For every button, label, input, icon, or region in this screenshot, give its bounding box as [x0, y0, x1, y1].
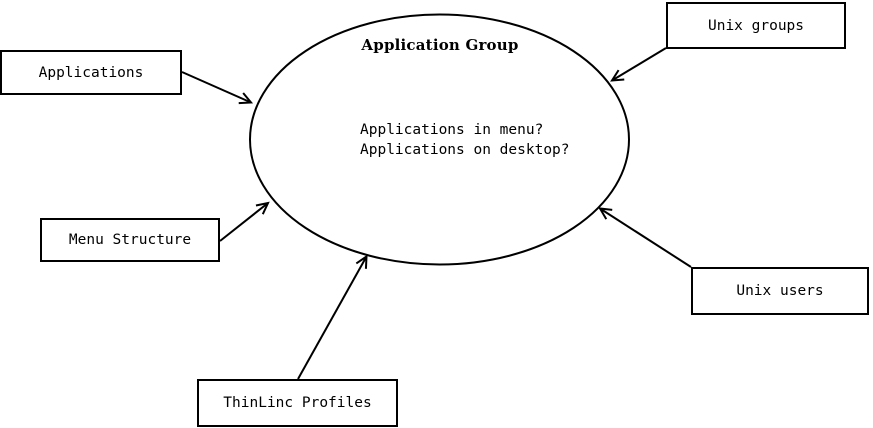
node-unix-groups: Unix groups [666, 2, 846, 49]
node-menu-structure-label: Menu Structure [68, 232, 192, 248]
question-applications-on-desktop: Applications on desktop? [360, 141, 570, 158]
node-thinlinc-profiles-label: ThinLinc Profiles [223, 395, 372, 411]
node-unix-users: Unix users [691, 267, 869, 315]
application-group-questions: Applications in menu? Applications on de… [360, 121, 570, 160]
question-applications-in-menu: Applications in menu? [360, 122, 544, 138]
arrow-thinlinc-profiles-to-group [297, 254, 368, 380]
node-thinlinc-profiles: ThinLinc Profiles [197, 379, 398, 427]
application-group-ellipse [249, 13, 630, 266]
node-unix-users-label: Unix users [736, 283, 824, 299]
node-applications-label: Applications [38, 64, 144, 81]
node-unix-groups-label: Unix groups [707, 17, 805, 34]
arrow-menu-structure-to-group [219, 201, 270, 242]
arrow-applications-to-group [181, 71, 254, 105]
arrow-unix-groups-to-group [610, 47, 667, 82]
application-group-title: Application Group [361, 36, 519, 54]
node-menu-structure: Menu Structure [40, 218, 220, 262]
node-applications: Applications [0, 50, 182, 95]
arrow-unix-users-to-group [598, 207, 692, 268]
